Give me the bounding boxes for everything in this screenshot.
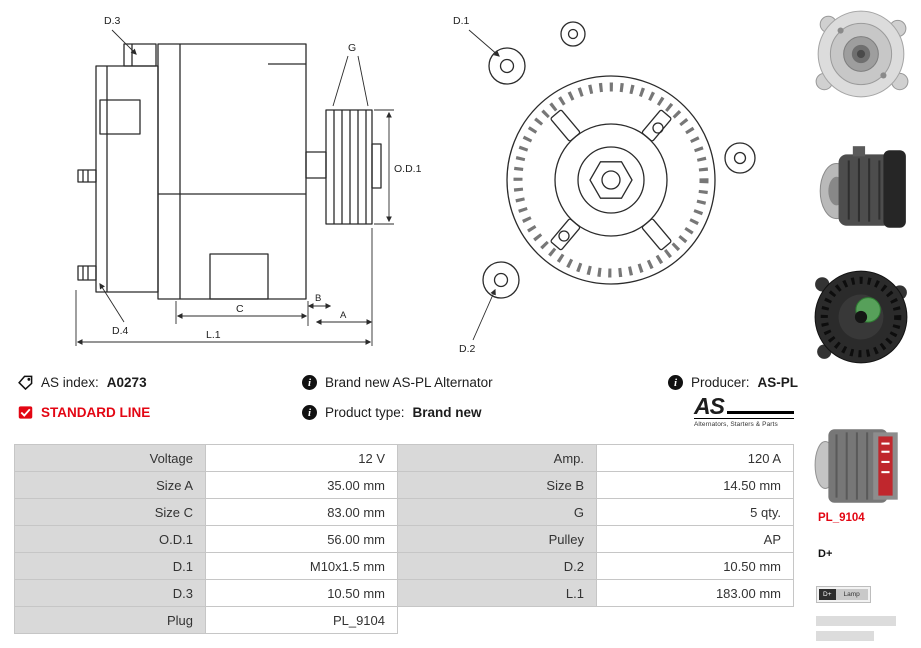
alternator-rear-photo bbox=[810, 266, 912, 373]
spec-table: Voltage 12 V Amp. 120 A Size A 35.00 mm … bbox=[14, 444, 794, 634]
alternator-front-view-drawing: D.1 D.2 bbox=[453, 15, 756, 355]
as-index-label: AS index: bbox=[41, 375, 99, 390]
alternator-labeled-photo bbox=[810, 416, 912, 519]
terminal-legend: D+ Lamp bbox=[816, 586, 871, 603]
alternator-side-photo bbox=[810, 138, 912, 243]
as-index-value: A0273 bbox=[106, 375, 147, 390]
producer-value: AS-PL bbox=[757, 375, 799, 390]
standard-line-label: STANDARD LINE bbox=[41, 405, 151, 420]
spec-label: Amp. bbox=[398, 445, 597, 472]
spec-label: D.3 bbox=[15, 580, 206, 607]
spec-label: G bbox=[398, 499, 597, 526]
dim-label-d4: D.4 bbox=[112, 325, 129, 337]
spec-label: Pulley bbox=[398, 526, 597, 553]
alternator-front-photo bbox=[810, 6, 912, 107]
plug-code: PL_9104 bbox=[818, 512, 865, 524]
spec-label: Plug bbox=[15, 607, 206, 634]
dim-label-c: C bbox=[236, 303, 244, 315]
spec-label: D.2 bbox=[398, 553, 597, 580]
dim-label-g: G bbox=[348, 42, 356, 54]
aspl-logo-subtext: Alternators, Starters & Parts bbox=[694, 421, 778, 429]
spec-value: AP bbox=[597, 526, 794, 553]
product-type-row: i Product type: Brand new bbox=[302, 405, 482, 420]
standard-line-row: STANDARD LINE bbox=[18, 405, 150, 420]
aspl-logo-text: AS bbox=[694, 393, 725, 419]
legend-dplus: D+ bbox=[819, 589, 836, 600]
spec-cell-empty bbox=[597, 607, 794, 634]
info-icon: i bbox=[302, 405, 317, 420]
spec-label: D.1 bbox=[15, 553, 206, 580]
spec-label: Size C bbox=[15, 499, 206, 526]
spec-value: 35.00 mm bbox=[206, 472, 398, 499]
spec-value: 5 qty. bbox=[597, 499, 794, 526]
dim-label-d1: D.1 bbox=[453, 15, 470, 27]
dim-label-a: A bbox=[340, 310, 347, 321]
brand-new-text: Brand new AS-PL Alternator bbox=[325, 375, 493, 390]
spec-value: 14.50 mm bbox=[597, 472, 794, 499]
product-type-value: Brand new bbox=[412, 405, 482, 420]
spec-value: PL_9104 bbox=[206, 607, 398, 634]
spec-label: Size B bbox=[398, 472, 597, 499]
legend-lamp: Lamp bbox=[835, 589, 868, 600]
spec-value: 10.50 mm bbox=[206, 580, 398, 607]
check-icon bbox=[18, 406, 33, 419]
spec-value: 83.00 mm bbox=[206, 499, 398, 526]
spec-value: M10x1.5 mm bbox=[206, 553, 398, 580]
alternator-side-view-drawing: D.3 G O.D.1 D.4 C B A L.1 bbox=[75, 15, 422, 346]
spec-value: 56.00 mm bbox=[206, 526, 398, 553]
aspl-logo: AS Alternators, Starters & Parts bbox=[694, 393, 794, 429]
spec-value: 12 V bbox=[206, 445, 398, 472]
dim-label-d2: D.2 bbox=[459, 343, 476, 355]
aspl-logo-swoosh bbox=[726, 410, 794, 414]
producer-row: i Producer: AS-PL bbox=[668, 375, 798, 390]
dim-label-b: B bbox=[315, 293, 321, 304]
producer-label: Producer: bbox=[691, 375, 750, 390]
spec-value: 120 A bbox=[597, 445, 794, 472]
connector-photo-strip bbox=[816, 631, 874, 641]
spec-label: O.D.1 bbox=[15, 526, 206, 553]
brand-new-row: i Brand new AS-PL Alternator bbox=[302, 375, 493, 390]
aspl-logo-line bbox=[694, 417, 794, 420]
info-icon: i bbox=[302, 375, 317, 390]
terminal-dplus-label: D+ bbox=[818, 548, 833, 560]
dim-label-l1: L.1 bbox=[206, 329, 221, 341]
dim-label-d3: D.3 bbox=[104, 15, 121, 27]
spec-cell-empty bbox=[398, 607, 597, 634]
spec-label: Size A bbox=[15, 472, 206, 499]
connector-photo-strip bbox=[816, 616, 896, 626]
spec-label: Voltage bbox=[15, 445, 206, 472]
info-icon: i bbox=[668, 375, 683, 390]
spec-value: 10.50 mm bbox=[597, 553, 794, 580]
tag-icon bbox=[18, 375, 33, 390]
spec-value: 183.00 mm bbox=[597, 580, 794, 607]
product-type-label: Product type: bbox=[325, 405, 405, 420]
as-index-row: AS index: A0273 bbox=[18, 375, 147, 390]
spec-label: L.1 bbox=[398, 580, 597, 607]
dim-label-od1: O.D.1 bbox=[394, 163, 422, 175]
